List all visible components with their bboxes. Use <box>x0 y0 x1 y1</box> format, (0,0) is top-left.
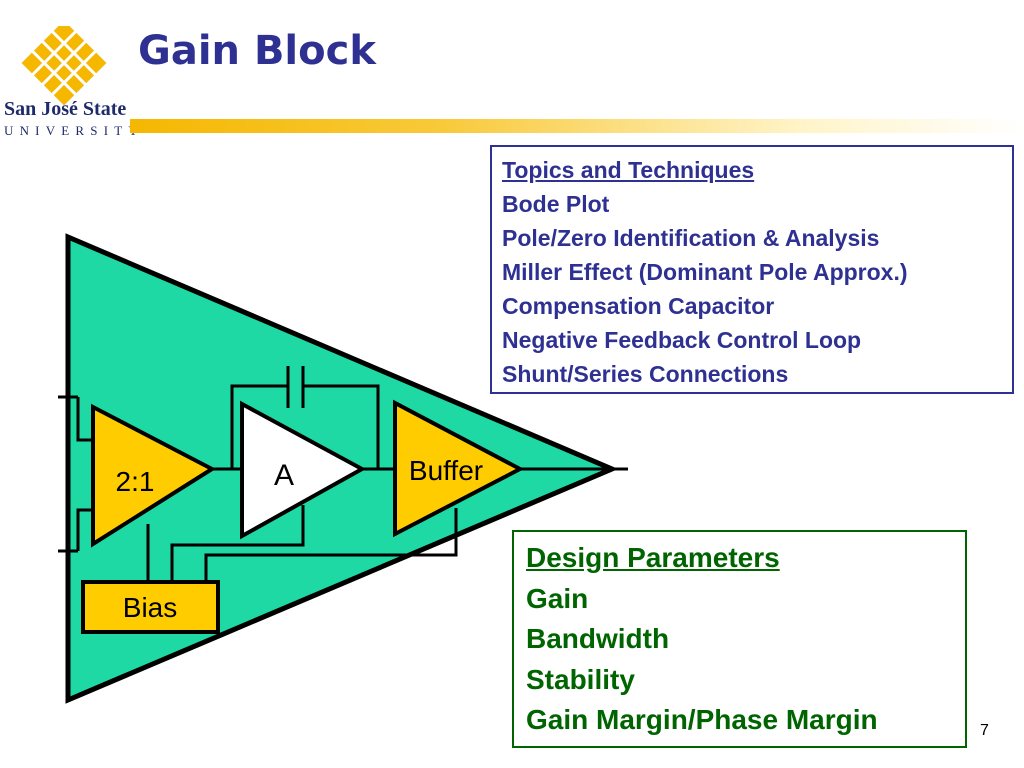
amplifier-block <box>240 400 367 540</box>
topic-item: Pole/Zero Identification & Analysis <box>502 225 880 251</box>
topic-item: Miller Effect (Dominant Pole Approx.) <box>502 259 908 285</box>
design-parameters-box: Design Parameters Gain Bandwidth Stabili… <box>512 530 967 748</box>
design-parameter-item: Bandwidth <box>526 623 670 654</box>
topic-item: Compensation Capacitor <box>502 293 775 319</box>
topic-item: Bode Plot <box>502 191 610 217</box>
design-parameter-item: Stability <box>526 663 635 695</box>
header-gradient-bar <box>130 119 1024 133</box>
design-parameter-item: Gain Margin/Phase Margin <box>526 704 878 735</box>
bias-block <box>81 580 220 634</box>
design-parameters-heading: Design Parameters <box>526 542 780 573</box>
buffer-label: Buffer <box>409 455 483 486</box>
topic-item: Negative Feedback Control Loop <box>502 327 862 353</box>
logo-name-line: San José State <box>4 98 127 120</box>
topic-item: Shunt/Series Connections <box>502 361 789 387</box>
slide-title: Gain Block <box>138 28 376 74</box>
topics-heading: Topics and Techniques <box>502 157 755 183</box>
sjsu-logo-mark <box>21 20 107 106</box>
buffer-block <box>393 399 525 538</box>
page-number: 7 <box>980 722 989 739</box>
logo-university-line: UNIVERSITY <box>4 123 144 138</box>
amplifier-label: A <box>274 459 294 492</box>
sjsu-logo <box>0 20 132 146</box>
topics-box: Topics and Techniques Bode Plot Pole/Zer… <box>490 145 1014 394</box>
design-parameter-item: Gain <box>526 582 589 614</box>
divider-label: 2:1 <box>116 466 155 497</box>
bias-label: Bias <box>123 592 177 623</box>
input-wiring <box>58 366 628 582</box>
divider-block <box>91 403 217 548</box>
